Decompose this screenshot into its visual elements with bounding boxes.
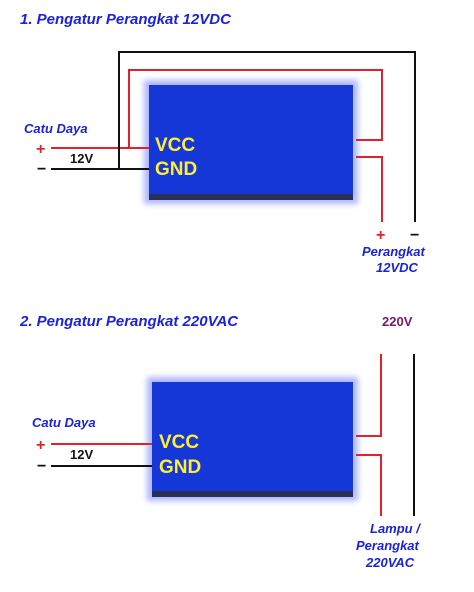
section-1-title: 1. Pengatur Perangkat 12VDC [20,11,232,28]
section-1-plus-sign: + [36,141,45,158]
module-1-board [149,85,353,199]
section-2-supply-label: Catu Daya [32,415,96,430]
wire-1-vcc-loop [128,69,383,148]
module-1-vcc-pin: VCC [155,135,195,156]
device-2-label-line1: Lampu / [370,521,421,536]
module-2-gnd-pin: GND [159,457,201,478]
wire-2-output-lamp [356,454,382,516]
wire-1-gnd-loop [118,51,416,222]
device-1-label-line2: 12VDC [376,260,419,275]
device-2-label-line3: 220VAC [365,555,415,570]
device-1-minus-sign: − [410,227,419,244]
section-1-minus-sign: − [37,161,46,178]
section-2-plus-sign: + [36,437,45,454]
module-2-board [152,382,353,496]
section-2-title: 2. Pengatur Perangkat 220VAC [19,313,239,330]
module-2-vcc-pin: VCC [159,432,199,453]
section-1-supply-label: Catu Daya [24,121,88,136]
section-1-diagram: 1. Pengatur Perangkat 12VDC Catu Daya + … [20,11,426,275]
section-2-supply-voltage: 12V [70,447,93,462]
section-2-mains-label: 220V [382,314,413,329]
module-1-pcb-edge [149,194,353,200]
section-2-minus-sign: − [37,458,46,475]
module-1-gnd-pin: GND [155,159,197,180]
wire-1-output-plus [356,156,383,222]
device-1-label-line1: Perangkat [362,244,426,259]
wire-2-mains-live [356,354,382,437]
section-2-diagram: 2. Pengatur Perangkat 220VAC 220V Catu D… [19,313,421,570]
section-1-supply-voltage: 12V [70,151,93,166]
device-1-plus-sign: + [376,227,385,244]
module-2-pcb-edge [152,491,353,497]
device-2-label-line2: Perangkat [356,538,420,553]
